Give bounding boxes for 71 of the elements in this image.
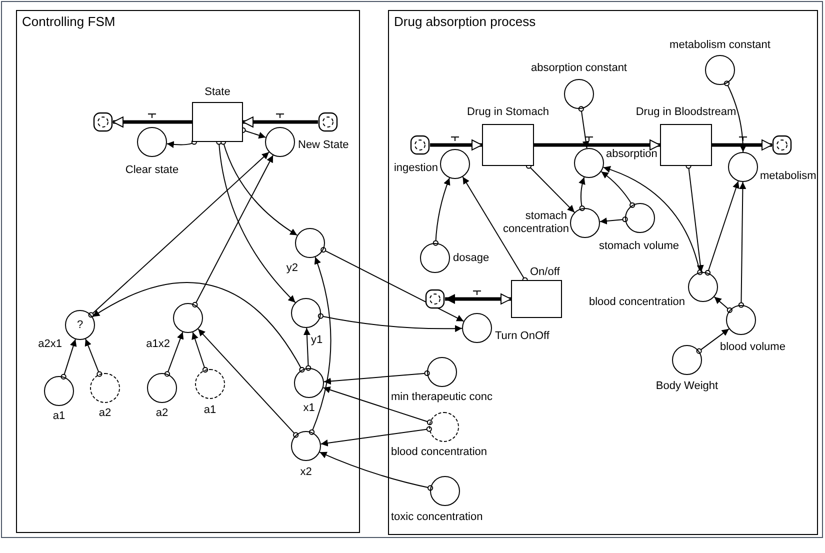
flow-pipe xyxy=(430,140,482,150)
connector-arrow xyxy=(192,154,274,308)
connector-arrow xyxy=(323,370,430,385)
variable-label: stomach volume xyxy=(598,240,680,253)
connector-arrow xyxy=(578,106,590,149)
connector-arrow xyxy=(303,327,312,371)
connector-arrow xyxy=(704,180,740,276)
variable-label: absorption xyxy=(606,148,658,161)
variable-label: Clear state xyxy=(124,164,180,177)
variable-label: a1 xyxy=(52,410,66,423)
variable-label: New State xyxy=(298,139,350,152)
variable-label: Drug in Stomach xyxy=(466,106,550,119)
variable-label: On/off xyxy=(530,266,561,279)
connector-arrow xyxy=(192,332,208,373)
panel-title: Drug absorption process xyxy=(394,14,536,30)
variable-label: dosage xyxy=(453,252,490,265)
connector-arrow xyxy=(92,282,305,373)
circle-text: ? xyxy=(76,318,84,332)
flow-pipe xyxy=(242,116,318,128)
variable-label: a1x2 xyxy=(145,338,170,351)
flow-pipe xyxy=(445,294,512,304)
variable-label: Drug in Bloodstream xyxy=(634,106,738,119)
panel-frame xyxy=(16,10,360,533)
connector-arrow xyxy=(738,182,746,308)
variable-label: min therapeutic conc xyxy=(391,391,494,404)
variable-label: y1 xyxy=(311,334,324,347)
connector-arrow xyxy=(600,171,636,208)
connector-arrow xyxy=(198,328,299,438)
connector-arrow xyxy=(602,166,703,276)
panel-title: Controlling FSM xyxy=(22,14,116,30)
connector-arrow xyxy=(164,332,184,377)
connector-arrow xyxy=(724,80,746,152)
variable-label: absorption constant xyxy=(530,62,628,75)
connector-arrow xyxy=(322,386,433,426)
flow-pipe xyxy=(712,140,772,150)
variable-label: metabolism constant xyxy=(668,39,772,52)
variable-label: Turn OnOff xyxy=(495,330,550,343)
variable-label: a2x1 xyxy=(37,338,62,351)
connector-arrow xyxy=(60,338,77,380)
connector-arrow xyxy=(696,328,730,354)
variable-label: metabolism xyxy=(760,170,817,183)
variable-label: y2 xyxy=(285,262,298,275)
connector-arrow xyxy=(318,313,462,332)
connector-arrow xyxy=(84,338,102,377)
connector-arrow xyxy=(578,176,586,212)
variable-label: a2 xyxy=(98,407,112,420)
connector-arrow xyxy=(320,247,464,322)
flow-pipe xyxy=(534,140,660,150)
variable-label: ingestion xyxy=(392,162,438,175)
connector-arrow xyxy=(714,296,732,313)
variable-label: blood volume xyxy=(720,341,786,354)
connector-arrow xyxy=(166,139,197,148)
variable-label: a1 xyxy=(202,404,218,417)
connector-arrow xyxy=(88,152,270,318)
connector-arrow xyxy=(308,256,332,435)
variable-label: stomach concentration xyxy=(503,210,567,236)
variable-label: x1 xyxy=(302,402,316,415)
connector-arrow xyxy=(462,176,528,283)
variable-label: toxic concentration xyxy=(391,511,484,524)
variable-label: a2 xyxy=(154,407,170,420)
variable-label: blood concentration xyxy=(588,296,685,309)
panel-frame xyxy=(388,10,818,535)
connector-arrow xyxy=(432,177,450,246)
connector-arrow xyxy=(320,426,432,446)
variable-label: State xyxy=(204,86,232,99)
variable-label: x2 xyxy=(299,466,313,479)
connector-arrow xyxy=(319,452,434,491)
variable-label: Body Weight xyxy=(654,380,720,393)
flow-pipe xyxy=(112,116,192,128)
variable-label: blood concentration xyxy=(391,446,488,459)
connector-arrow xyxy=(599,216,628,224)
